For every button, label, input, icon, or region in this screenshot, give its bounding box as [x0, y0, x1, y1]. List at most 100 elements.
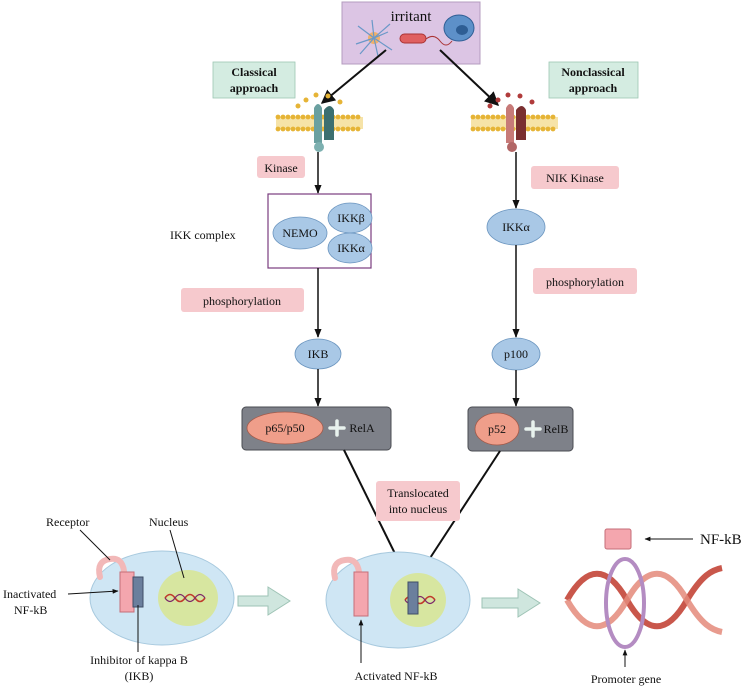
lipid-head	[535, 114, 541, 120]
lipid-head	[500, 126, 506, 132]
nemo-oval	[272, 216, 328, 250]
lipid-head	[295, 114, 301, 120]
lipid-head	[490, 114, 496, 120]
inhibitor-label-1: Inhibitor of kappa B	[90, 653, 188, 667]
lipid-head	[540, 126, 546, 132]
nucleus-inactive	[158, 570, 218, 626]
receptor-shape-inactive	[96, 555, 127, 580]
svg-text:Classical: Classical	[231, 65, 277, 79]
nfkb-inactive-rect	[119, 571, 135, 613]
svg-text:IKKα: IKKα	[337, 241, 365, 255]
inactivated-label-2: NF-kB	[14, 603, 47, 617]
lipid-head	[550, 126, 556, 132]
svg-text:p52: p52	[488, 422, 506, 436]
ikb-rect	[132, 576, 144, 608]
lipid-head	[355, 126, 361, 132]
nonclassical-approach-label: Nonclassical approach	[548, 61, 639, 99]
lipid-head	[525, 114, 531, 120]
virus-icon	[355, 19, 393, 57]
lipid-head	[280, 126, 286, 132]
phosphorylation-label-right: phosphorylation	[533, 268, 637, 294]
lipid-head	[540, 114, 546, 120]
lipid-head	[275, 126, 281, 132]
nik-kinase-label: NIK Kinase	[531, 166, 619, 189]
ikk-complex-label: IKK complex	[170, 228, 236, 242]
lipid-head	[275, 114, 281, 120]
classical-approach-label: Classical approach	[212, 61, 296, 99]
svg-text:p100: p100	[504, 347, 528, 361]
rela-complex-box: p65/p50 RelA	[241, 406, 392, 451]
lipid-head	[475, 114, 481, 120]
lipid-head	[470, 126, 476, 132]
lipid-head	[335, 114, 341, 120]
svg-text:p65/p50: p65/p50	[265, 421, 304, 435]
membrane-left	[275, 92, 363, 152]
svg-text:approach: approach	[230, 81, 279, 95]
promoter-ring	[604, 557, 646, 649]
lipid-head	[290, 114, 296, 120]
lipid-head	[305, 126, 311, 132]
kinase-label: Kinase	[257, 156, 305, 178]
p52-oval	[474, 412, 520, 446]
transition-arrow-1	[237, 586, 291, 616]
lipid-head	[480, 114, 486, 120]
lipid-head	[550, 114, 556, 120]
svg-text:IKKα: IKKα	[502, 220, 530, 234]
lipid-head	[350, 114, 356, 120]
ikka-node-right: IKKα	[486, 208, 546, 246]
lipid-head	[525, 126, 531, 132]
svg-text:NIK Kinase: NIK Kinase	[546, 171, 604, 185]
active-cell	[325, 551, 471, 649]
transition-arrow-2	[481, 588, 541, 618]
lipid-head	[485, 114, 491, 120]
lipid-head	[530, 114, 536, 120]
lipid-head	[470, 114, 476, 120]
lipid-head	[285, 126, 291, 132]
irritant-box: irritant	[341, 1, 481, 65]
ikb-node: IKB	[294, 338, 342, 370]
arrow-to-classical	[320, 49, 387, 104]
ikk-complex-box: NEMO IKKβ IKKα	[267, 193, 373, 269]
lipid-head	[545, 126, 551, 132]
p65-p50-oval	[246, 411, 324, 445]
arrow-to-nonclassical	[439, 49, 500, 106]
nucleus-label: Nucleus	[149, 515, 189, 529]
lipid-head	[345, 126, 351, 132]
inactivated-label-1: Inactivated	[3, 587, 56, 601]
lipid-head	[340, 126, 346, 132]
dna-helix	[564, 565, 723, 635]
irritant-label: irritant	[391, 9, 433, 25]
lipid-head	[300, 126, 306, 132]
inhibitor-label-2: (IKB)	[125, 669, 154, 683]
svg-text:Nonclassical: Nonclassical	[561, 65, 625, 79]
inactive-cell	[89, 550, 235, 646]
lipid-head	[485, 126, 491, 132]
relb-complex-box: p52 RelB	[467, 406, 574, 452]
lipid-head	[495, 126, 501, 132]
lipid-head	[305, 114, 311, 120]
svg-text:RelB: RelB	[544, 422, 569, 436]
activated-label: Activated NF-kB	[355, 669, 438, 683]
lipid-head	[335, 126, 341, 132]
nfkb-legend-label: NF-kB	[700, 532, 742, 548]
lipid-head	[490, 126, 496, 132]
lipid-head	[355, 114, 361, 120]
svg-text:into nucleus: into nucleus	[389, 502, 448, 516]
svg-text:approach: approach	[569, 81, 618, 95]
svg-text:NEMO: NEMO	[282, 226, 318, 240]
lipid-head	[475, 126, 481, 132]
svg-text:Translocated: Translocated	[387, 486, 449, 500]
lipid-head	[350, 126, 356, 132]
membrane-right	[470, 92, 558, 152]
lipid-head	[300, 114, 306, 120]
lipid-head	[530, 126, 536, 132]
lipid-head	[545, 114, 551, 120]
lipid-head	[535, 126, 541, 132]
lipid-head	[345, 114, 351, 120]
bacterium-icon	[399, 33, 453, 46]
receptor-label: Receptor	[46, 515, 89, 529]
ikka-oval	[327, 232, 373, 264]
svg-text:RelA: RelA	[349, 421, 375, 435]
svg-text:phosphorylation: phosphorylation	[203, 294, 281, 308]
